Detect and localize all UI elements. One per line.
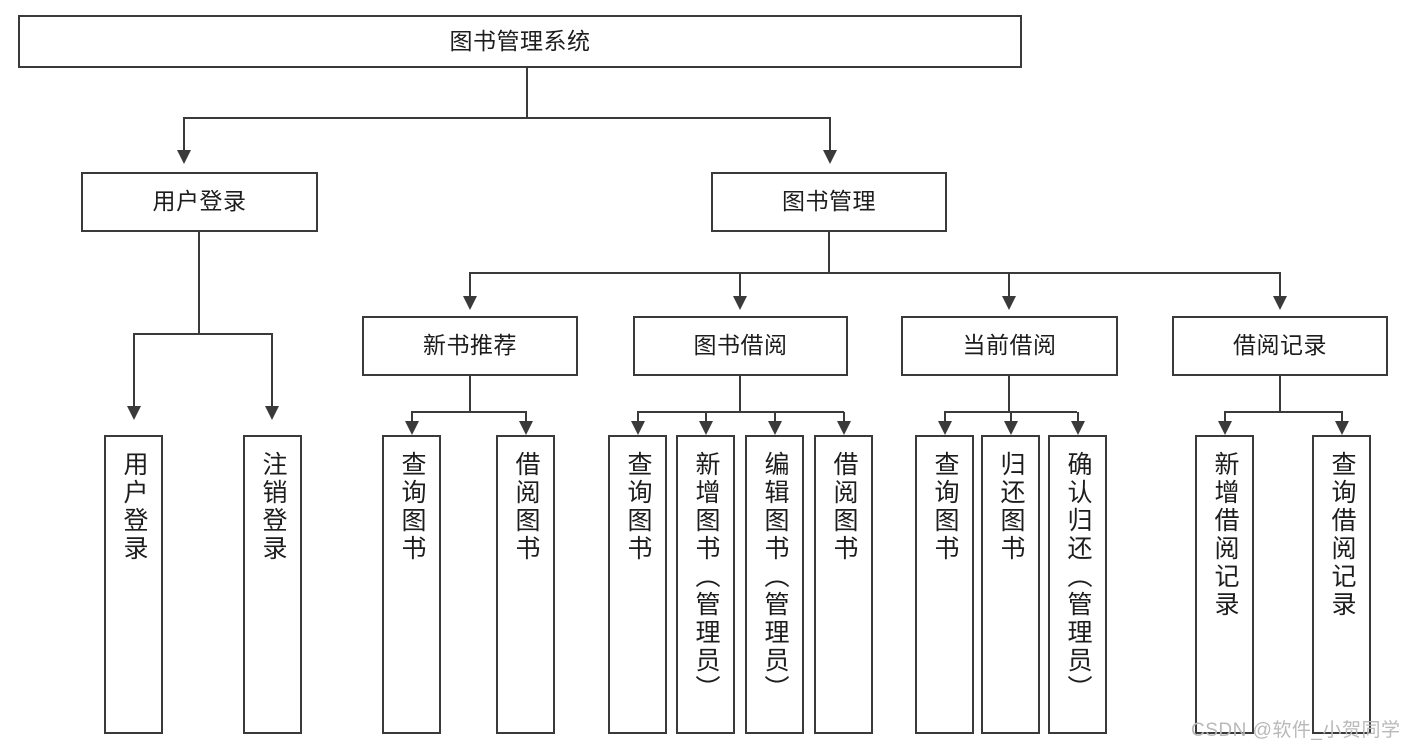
node-new-book-recommend[interactable]: 新书推荐 xyxy=(362,316,578,376)
leaf-current-borrow-query-book[interactable]: 查询图书 xyxy=(915,435,974,734)
node-label: 查询图书 xyxy=(624,451,652,563)
node-current-borrow[interactable]: 当前借阅 xyxy=(901,316,1118,376)
arrowhead-br-to-leaf-1 xyxy=(1218,421,1232,435)
node-label: 查询借阅记录 xyxy=(1328,451,1356,619)
node-label: 新增图书（管理员） xyxy=(692,451,720,703)
node-book-management[interactable]: 图书管理 xyxy=(711,172,947,232)
arrowhead-bb-to-leaf-3 xyxy=(768,421,782,435)
leaf-borrow-record-add-record[interactable]: 新增借阅记录 xyxy=(1195,435,1254,734)
node-user-login[interactable]: 用户登录 xyxy=(81,172,318,232)
node-borrow-record[interactable]: 借阅记录 xyxy=(1172,316,1388,376)
leaf-user-login-logout[interactable]: 注销登录 xyxy=(243,435,302,734)
connector-nb-to-leaf-2 xyxy=(525,412,527,422)
node-label: 图书借阅 xyxy=(693,332,788,359)
node-label: 图书管理系统 xyxy=(449,27,591,54)
arrowhead-bm-to-book-borrow xyxy=(733,296,747,310)
node-label: 确认归还（管理员） xyxy=(1064,451,1092,703)
connector-new-book-bus xyxy=(411,411,527,413)
connector-user-login-to-leaf-2 xyxy=(271,334,273,406)
arrowhead-root-to-book-manage xyxy=(823,150,837,164)
arrowhead-user-login-to-leaf-1 xyxy=(127,406,141,420)
connector-book-management-bus xyxy=(469,272,1281,274)
connector-bb-to-leaf-3 xyxy=(774,412,776,422)
connector-book-borrow-bus xyxy=(637,411,844,413)
arrowhead-br-to-leaf-2 xyxy=(1335,421,1349,435)
arrowhead-bm-to-borrow-record xyxy=(1273,296,1287,310)
leaf-borrow-record-query-record[interactable]: 查询借阅记录 xyxy=(1312,435,1371,734)
connector-br-to-leaf-2 xyxy=(1341,412,1343,422)
node-label: 图书管理 xyxy=(782,188,876,215)
leaf-book-borrow-edit-book[interactable]: 编辑图书（管理员） xyxy=(745,435,804,734)
connector-bb-to-leaf-1 xyxy=(637,412,639,422)
connector-bb-to-leaf-4 xyxy=(843,412,845,422)
connector-cb-to-leaf-1 xyxy=(944,412,946,422)
arrowhead-cb-to-leaf-1 xyxy=(938,421,952,435)
arrowhead-bm-to-new-book xyxy=(463,296,477,310)
arrowhead-nb-to-leaf-2 xyxy=(519,421,533,435)
node-label: 借阅图书 xyxy=(830,451,858,563)
leaf-user-login-login[interactable]: 用户登录 xyxy=(104,435,163,734)
node-label: 查询图书 xyxy=(398,451,426,563)
connector-new-book-stem xyxy=(469,376,471,412)
node-label: 当前借阅 xyxy=(962,332,1057,359)
arrowhead-cb-to-leaf-2 xyxy=(1004,421,1018,435)
connector-current-borrow-stem xyxy=(1008,376,1010,412)
connector-bm-to-borrow-record xyxy=(1279,273,1281,296)
leaf-current-borrow-confirm-return[interactable]: 确认归还（管理员） xyxy=(1048,435,1107,734)
connector-root-bus xyxy=(183,117,831,119)
arrowhead-cb-to-leaf-3 xyxy=(1071,421,1085,435)
connector-book-borrow-stem xyxy=(739,376,741,412)
connector-user-login-bus xyxy=(133,333,273,335)
leaf-new-book-query-book[interactable]: 查询图书 xyxy=(382,435,441,734)
connector-root-stem xyxy=(526,68,528,118)
connector-user-login-to-leaf-1 xyxy=(133,334,135,406)
connector-cb-to-leaf-3 xyxy=(1077,412,1079,422)
connector-borrow-record-bus xyxy=(1224,411,1343,413)
node-root-system[interactable]: 图书管理系统 xyxy=(18,15,1022,68)
arrowhead-root-to-user-login xyxy=(177,150,191,164)
connector-root-to-user-login xyxy=(183,118,185,150)
node-label: 借阅记录 xyxy=(1233,332,1327,359)
leaf-book-borrow-query-book[interactable]: 查询图书 xyxy=(608,435,667,734)
arrowhead-nb-to-leaf-1 xyxy=(405,421,419,435)
connector-bm-to-book-borrow xyxy=(739,273,741,296)
node-label: 注销登录 xyxy=(259,451,287,563)
connector-borrow-record-stem xyxy=(1279,376,1281,412)
connector-book-management-stem xyxy=(828,232,830,273)
connector-bm-to-current-borrow xyxy=(1008,273,1010,296)
arrowhead-bb-to-leaf-2 xyxy=(699,421,713,435)
leaf-book-borrow-add-book[interactable]: 新增图书（管理员） xyxy=(676,435,735,734)
node-label: 归还图书 xyxy=(997,451,1025,563)
leaf-new-book-borrow-book[interactable]: 借阅图书 xyxy=(496,435,555,734)
connector-user-login-stem xyxy=(198,232,200,334)
node-label: 用户登录 xyxy=(120,451,148,563)
arrowhead-user-login-to-leaf-2 xyxy=(265,406,279,420)
node-book-borrow[interactable]: 图书借阅 xyxy=(633,316,848,376)
connector-bb-to-leaf-2 xyxy=(705,412,707,422)
arrowhead-bb-to-leaf-4 xyxy=(837,421,851,435)
connector-root-to-book-manage xyxy=(829,118,831,150)
node-label: 新增借阅记录 xyxy=(1211,451,1239,619)
node-label: 用户登录 xyxy=(152,188,247,215)
node-label: 借阅图书 xyxy=(512,451,540,563)
leaf-book-borrow-borrow-book[interactable]: 借阅图书 xyxy=(814,435,873,734)
arrowhead-bb-to-leaf-1 xyxy=(631,421,645,435)
node-label: 编辑图书（管理员） xyxy=(761,451,789,703)
connector-cb-to-leaf-2 xyxy=(1010,412,1012,422)
leaf-current-borrow-return-book[interactable]: 归还图书 xyxy=(981,435,1040,734)
connector-br-to-leaf-1 xyxy=(1224,412,1226,422)
node-label: 新书推荐 xyxy=(423,332,517,359)
node-label: 查询图书 xyxy=(931,451,959,563)
arrowhead-bm-to-current-borrow xyxy=(1002,296,1016,310)
connector-bm-to-new-book xyxy=(469,273,471,296)
connector-nb-to-leaf-1 xyxy=(411,412,413,422)
